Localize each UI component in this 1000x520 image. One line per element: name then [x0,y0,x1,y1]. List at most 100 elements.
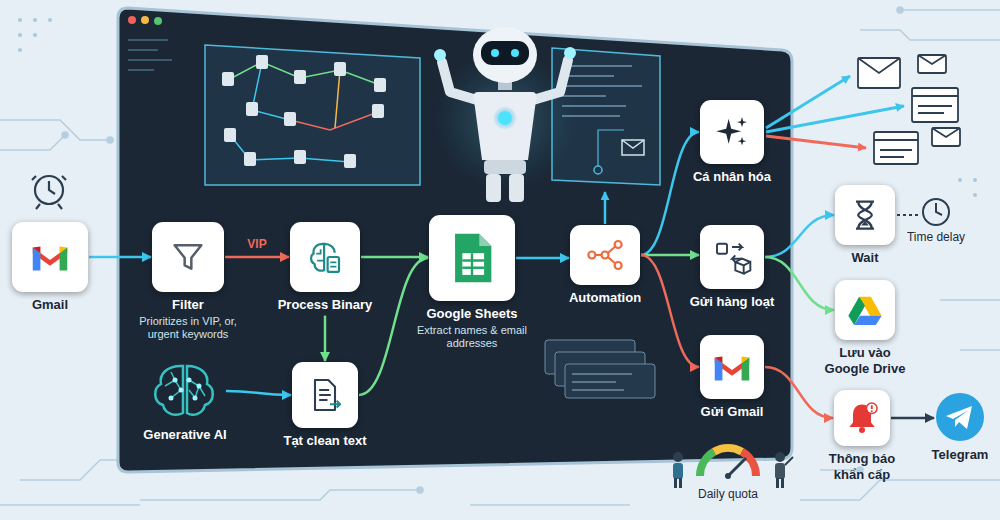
circuit-traces [0,7,1000,505]
node-icon [330,401,340,408]
circuit-traces [140,490,420,500]
code-panel [598,130,624,166]
dots-grid [958,178,962,182]
node-title: Thông báo khẩn cấp [817,451,907,482]
flow-arrow [226,391,291,395]
node-icon [290,222,360,292]
node-icon [700,100,764,164]
code-panel [622,140,644,148]
output-windows [572,374,632,390]
node-icon [33,246,41,253]
node-icon [717,244,727,254]
quota-gauge [742,452,756,476]
people [679,478,682,488]
node-icon [717,244,750,274]
node-title: Tạt clean text [270,433,380,449]
dots-grid [973,178,977,182]
circuit-traces [900,9,1000,11]
flow-arrow [641,132,699,255]
workflow-inset [244,152,256,166]
node-icon [744,262,751,274]
flow-arrow [89,256,151,259]
node-icon [319,390,331,400]
node-title: Lưu vào Google Drive [818,345,913,376]
node-icon [152,222,224,292]
node-icon [12,222,88,292]
people [785,457,793,465]
node-icon [935,392,985,442]
circuit-traces [470,504,630,506]
robot [484,160,526,174]
quota-gauge [700,448,756,479]
node-title: Gmail [5,297,95,313]
note-label: Daily quota [683,487,773,501]
node-title: Gửi hàng loạt [682,294,782,310]
robot [474,92,537,160]
envelope-icons [932,128,960,137]
node-icon [179,388,184,393]
node-icon [835,185,895,245]
node-icon [316,249,323,260]
circuit-traces [0,504,140,506]
robot [491,49,499,57]
workflow-inset [205,45,420,185]
node-title: Automation [555,290,655,306]
dots-grid [18,48,22,52]
robot [481,41,529,65]
workflow-inset [294,70,306,84]
screen-panel [118,8,792,472]
node-icon [33,247,41,270]
node-title: Filter [123,297,253,313]
node-icon [588,241,621,269]
flow-arrow [225,256,289,259]
quota-gauge [728,458,746,476]
circuit-traces [107,137,113,143]
envelope-icons [766,55,960,164]
circuit-traces [62,132,68,138]
node-icon [60,246,68,253]
robot [498,111,512,125]
node-title: Process Binary [270,297,380,313]
node-title: Telegram [925,447,995,463]
robot [434,49,446,61]
node-icon [738,137,746,145]
workflow-inset [290,112,378,130]
robot [511,49,519,57]
flow-arrow [891,417,934,420]
alert-box: Thông báo khẩn cấp [817,390,907,482]
automation-arrow [605,192,606,224]
node-icon [60,247,68,270]
node-icon [735,262,743,274]
screen-panel [118,8,792,472]
quota-gauge [714,448,742,452]
envelope-icons [766,76,850,128]
dots-grid [48,18,52,22]
node-icon [715,357,723,380]
node-icon [429,215,515,301]
envelope-icons [858,58,900,73]
node-icon [169,396,174,401]
storage-box: Lưu vào Google Drive [818,280,913,376]
robot [486,174,501,202]
edge-label: VIP [237,237,277,251]
workflow-inset [256,55,268,69]
node-icon [700,335,764,399]
note-label: Time delay [896,230,976,244]
node-icon [716,119,741,144]
envelope-icons [874,132,918,164]
node-icon [328,257,339,272]
people [673,463,683,479]
robot [473,27,537,83]
flow-arrow [765,257,834,310]
dots-grid [33,33,37,37]
node-icon [462,253,484,275]
robot [509,174,524,202]
process-box: Process Binary [270,222,380,313]
node-icon [455,234,491,282]
workflow-inset [335,70,340,128]
node-icon [175,245,202,268]
node-title: Gửi Gmail [682,404,782,420]
envelope-icons [912,88,958,122]
workflow-inset [205,45,420,185]
